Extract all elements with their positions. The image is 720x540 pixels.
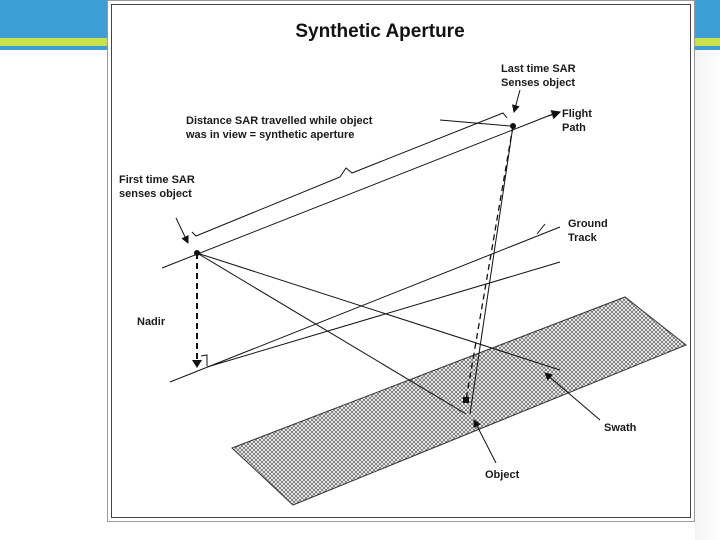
last-beam (469, 125, 514, 415)
object-pointer (473, 419, 497, 464)
swath-area (231, 296, 687, 506)
swath-pointer (544, 372, 601, 421)
ground-track-label-line2: Track (568, 232, 598, 244)
aperture-text-leader (439, 119, 511, 127)
aperture-bracket (191, 112, 508, 237)
first-time-label-line2: senses object (119, 188, 192, 200)
nadir-label: Nadir (137, 316, 166, 328)
ground-track-pointer (536, 223, 546, 235)
ground-track-line (169, 226, 561, 383)
flight-path-label-line2: Path (562, 122, 586, 134)
right-shadow (695, 50, 720, 540)
distance-label-line1: Distance SAR travelled while object (186, 115, 373, 127)
last-time-label-line2: Senses object (501, 77, 575, 89)
first-time-label-line1: First time SAR (119, 174, 195, 186)
last-time-label-line1: Last time SAR (501, 63, 576, 75)
first-beam-far (196, 252, 561, 371)
ground-projection-line (206, 261, 561, 368)
nadir-arrow (192, 360, 202, 368)
first-position-dot (194, 250, 200, 256)
swath-label: Swath (604, 422, 637, 434)
nadir-right-angle (200, 354, 208, 366)
flight-path-arrow (547, 110, 562, 120)
object-label: Object (485, 469, 520, 481)
flight-path-line (161, 115, 549, 269)
flight-path-label-line1: Flight (562, 108, 592, 120)
first-time-pointer (175, 217, 189, 244)
first-beam-near (196, 252, 467, 415)
ground-track-label-line1: Ground (568, 218, 608, 230)
last-position-dot (510, 123, 516, 129)
last-beam-dashed (465, 125, 514, 401)
object-marker (463, 397, 469, 403)
distance-label-line2: was in view = synthetic aperture (185, 129, 354, 141)
diagram-title: Synthetic Aperture (295, 21, 464, 42)
last-time-pointer (511, 89, 521, 113)
